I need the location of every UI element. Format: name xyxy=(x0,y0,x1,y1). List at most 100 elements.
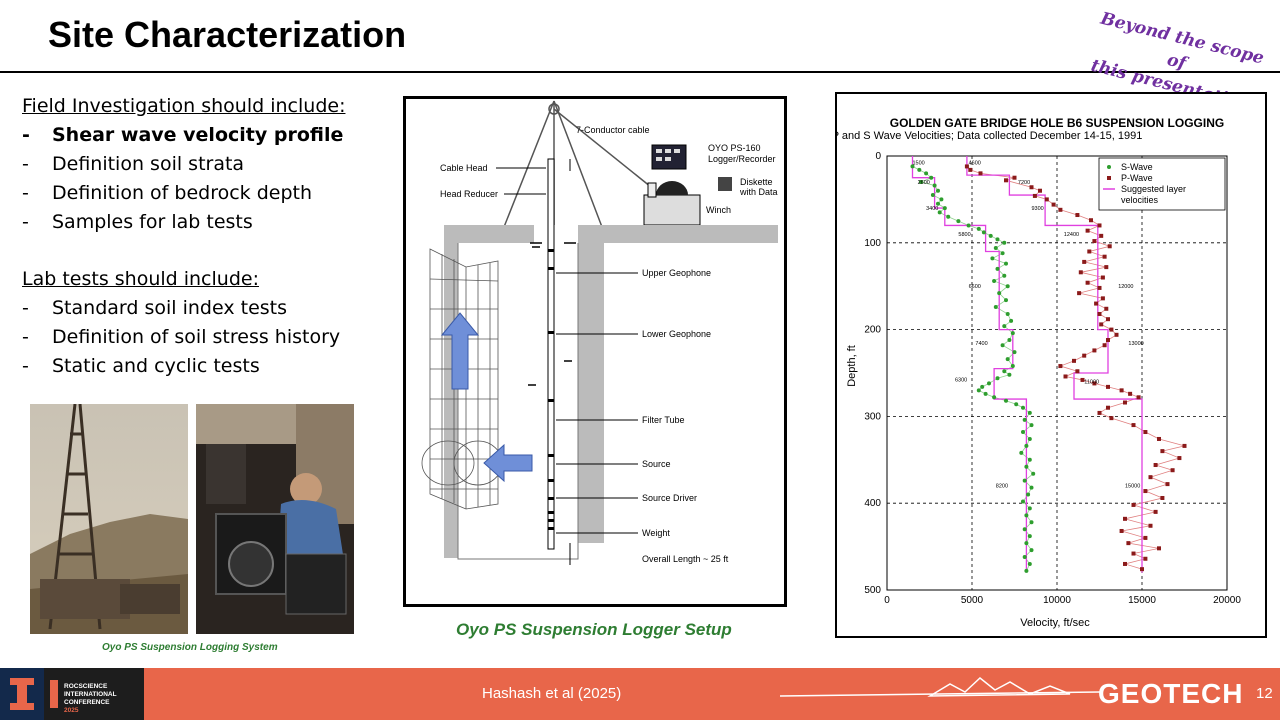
p-wave-point xyxy=(1131,551,1136,556)
p-wave-point xyxy=(1160,495,1165,500)
title-rule xyxy=(0,71,1280,73)
svg-text:CONFERENCE: CONFERENCE xyxy=(64,699,110,706)
x-axis-label: Velocity, ft/sec xyxy=(1020,617,1090,629)
p-wave-point xyxy=(1148,523,1153,528)
layer-velocity-annotation: 15000 xyxy=(1125,484,1140,490)
s-wave-point xyxy=(1021,405,1025,410)
p-wave-point xyxy=(1119,528,1124,533)
p-wave-point xyxy=(1082,259,1087,264)
p-wave-point xyxy=(978,171,983,176)
filter-tube-label: Filter Tube xyxy=(642,415,685,425)
s-wave-point xyxy=(1002,273,1007,278)
p-wave-point xyxy=(1143,535,1148,540)
p-wave-point xyxy=(1092,381,1097,386)
s-wave-point xyxy=(956,219,961,224)
s-wave-point xyxy=(1024,568,1029,573)
p-wave-point xyxy=(1097,311,1102,316)
p-wave-point xyxy=(1123,400,1127,405)
p-wave-point xyxy=(1004,178,1008,183)
legend-p-marker xyxy=(1107,176,1111,180)
p-wave-point xyxy=(1099,322,1104,327)
s-wave-point xyxy=(1024,513,1029,518)
s-wave-point xyxy=(995,237,1000,242)
s-wave-point xyxy=(1024,443,1029,448)
lower-geophone-label: Lower Geophone xyxy=(642,329,711,339)
layer-velocity-annotation: 12000 xyxy=(1118,284,1133,290)
p-wave-point xyxy=(1131,423,1136,428)
p-wave-point xyxy=(1094,301,1099,306)
p-wave-point xyxy=(1100,296,1105,301)
p-wave-point xyxy=(1157,546,1161,551)
p-wave-point xyxy=(1177,456,1182,461)
layer-velocity-annotation: 4600 xyxy=(969,161,981,167)
p-wave-point xyxy=(1038,188,1042,193)
y-tick-label: 400 xyxy=(864,498,881,509)
logger-label: OYO PS-160 xyxy=(708,143,761,153)
p-wave-point xyxy=(1104,306,1109,311)
p-wave-point xyxy=(1106,405,1110,410)
s-wave-point xyxy=(992,395,997,400)
s-wave-point xyxy=(988,233,993,238)
s-wave-point xyxy=(976,388,981,393)
photo-caption: Oyo PS Suspension Logging System xyxy=(102,642,278,653)
s-wave-point xyxy=(980,384,985,389)
s-wave-point xyxy=(1027,534,1032,539)
s-wave-point xyxy=(936,188,940,193)
p-wave-point xyxy=(1082,353,1087,358)
p-wave-point xyxy=(1085,280,1090,285)
p-wave-point xyxy=(1119,388,1124,393)
s-wave-point xyxy=(1004,398,1008,403)
list-item: Samples for lab tests xyxy=(22,208,345,237)
s-layer-velocity-line xyxy=(911,156,1028,573)
p-wave-point xyxy=(1148,475,1153,480)
s-wave-point xyxy=(1009,318,1014,323)
s-wave-point xyxy=(1026,492,1031,497)
y-tick-label: 100 xyxy=(864,238,881,249)
list-item: Definition of soil stress history xyxy=(22,323,345,352)
s-wave-point xyxy=(1021,430,1025,435)
s-wave-point xyxy=(1019,450,1024,455)
geotech-skyline-graphic xyxy=(780,677,1100,697)
layer-velocity-annotation: 12400 xyxy=(1064,232,1079,238)
legend-label: Suggested layer xyxy=(1121,184,1186,194)
p-wave-point xyxy=(1170,468,1175,473)
s-wave-point xyxy=(1029,423,1034,428)
s-wave-point xyxy=(1007,338,1012,343)
cable-head-label: Cable Head xyxy=(440,163,488,173)
p-wave-point xyxy=(1123,561,1127,566)
svg-text:2025: 2025 xyxy=(64,707,79,714)
head-reducer-label: Head Reducer xyxy=(440,189,498,199)
p-wave-point xyxy=(1072,358,1076,363)
p-wave-point xyxy=(1165,482,1170,487)
p-wave-point xyxy=(1078,270,1083,275)
p-wave-point xyxy=(1109,416,1114,421)
s-wave-point xyxy=(1004,298,1008,303)
p-wave-point xyxy=(1075,213,1080,218)
p-wave-point xyxy=(1080,377,1085,382)
rocscience-conference-logo: ROCSCIENCE INTERNATIONAL CONFERENCE 2025 xyxy=(44,668,144,720)
p-wave-point xyxy=(1182,443,1187,448)
x-tick-label: 20000 xyxy=(1213,595,1241,606)
s-wave-point xyxy=(987,381,991,386)
p-wave-point xyxy=(1153,463,1158,468)
p-wave-point xyxy=(1063,374,1068,379)
setup-diagram: 7-Conductor cable OYO PS-160 Logger/Reco… xyxy=(403,96,787,607)
s-wave-point xyxy=(976,226,981,231)
p-wave-point xyxy=(1143,556,1148,561)
s-wave-point xyxy=(1027,561,1032,566)
s-wave-point xyxy=(919,180,923,185)
legend-label: S-Wave xyxy=(1121,162,1153,172)
setup-caption: Oyo PS Suspension Logger Setup xyxy=(456,620,732,639)
p-wave-point xyxy=(1077,291,1082,296)
p-wave-point xyxy=(1104,265,1109,270)
s-wave-point xyxy=(1024,464,1029,469)
diskette-label: with Data xyxy=(739,187,778,197)
s-wave-point xyxy=(1027,457,1032,462)
s-wave-point xyxy=(1024,541,1029,546)
s-wave-point xyxy=(924,171,929,176)
svg-text:INTERNATIONAL: INTERNATIONAL xyxy=(64,691,117,698)
logger-label: Logger/Recorder xyxy=(708,154,776,164)
p-wave-point xyxy=(1102,254,1107,259)
s-wave-point xyxy=(936,201,940,206)
s-wave-point xyxy=(1005,284,1010,289)
